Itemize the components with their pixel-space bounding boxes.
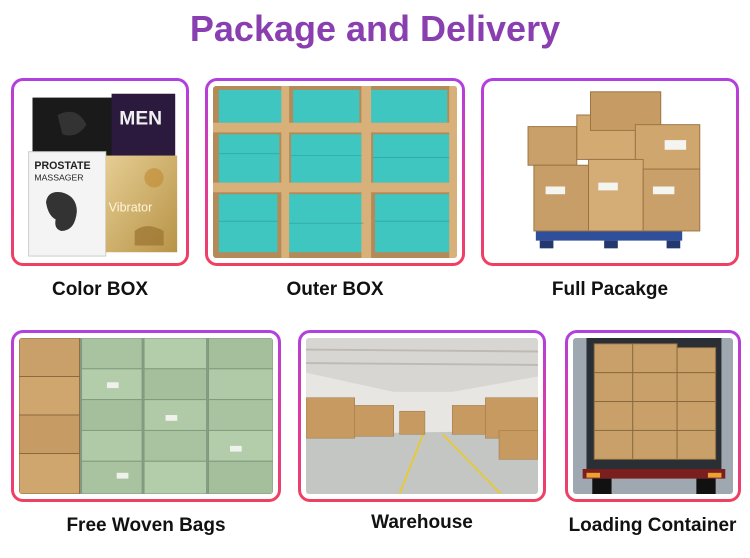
vibrator-text: Vibrator bbox=[109, 201, 153, 215]
loading-container-label: Loading Container bbox=[568, 515, 737, 536]
massager-text: MASSAGER bbox=[34, 173, 83, 183]
woven-bags-card bbox=[11, 330, 281, 502]
outer-box-card bbox=[205, 78, 465, 266]
prostate-text: PROSTATE bbox=[34, 160, 90, 172]
page-title: Package and Delivery bbox=[189, 8, 561, 49]
outer-box-label: Outer BOX bbox=[286, 279, 384, 300]
color-box-label: Color BOX bbox=[51, 279, 149, 300]
full-package-photo bbox=[489, 86, 731, 258]
warehouse-photo bbox=[306, 338, 538, 494]
outer-box-photo bbox=[213, 86, 457, 258]
full-package-card bbox=[481, 78, 739, 266]
color-box-card: MEN PROSTATE MASSAGER Vibrator bbox=[11, 78, 189, 266]
loading-container-photo bbox=[573, 338, 733, 494]
men-box-text: MEN bbox=[119, 109, 162, 130]
full-package-label: Full Pacakge bbox=[551, 279, 669, 300]
warehouse-label: Warehouse bbox=[371, 512, 473, 533]
color-box-photo: MEN PROSTATE MASSAGER Vibrator bbox=[19, 86, 181, 258]
woven-bags-label: Free Woven Bags bbox=[66, 515, 226, 536]
woven-bags-photo bbox=[19, 338, 273, 494]
loading-container-card bbox=[565, 330, 741, 502]
warehouse-card bbox=[298, 330, 546, 502]
